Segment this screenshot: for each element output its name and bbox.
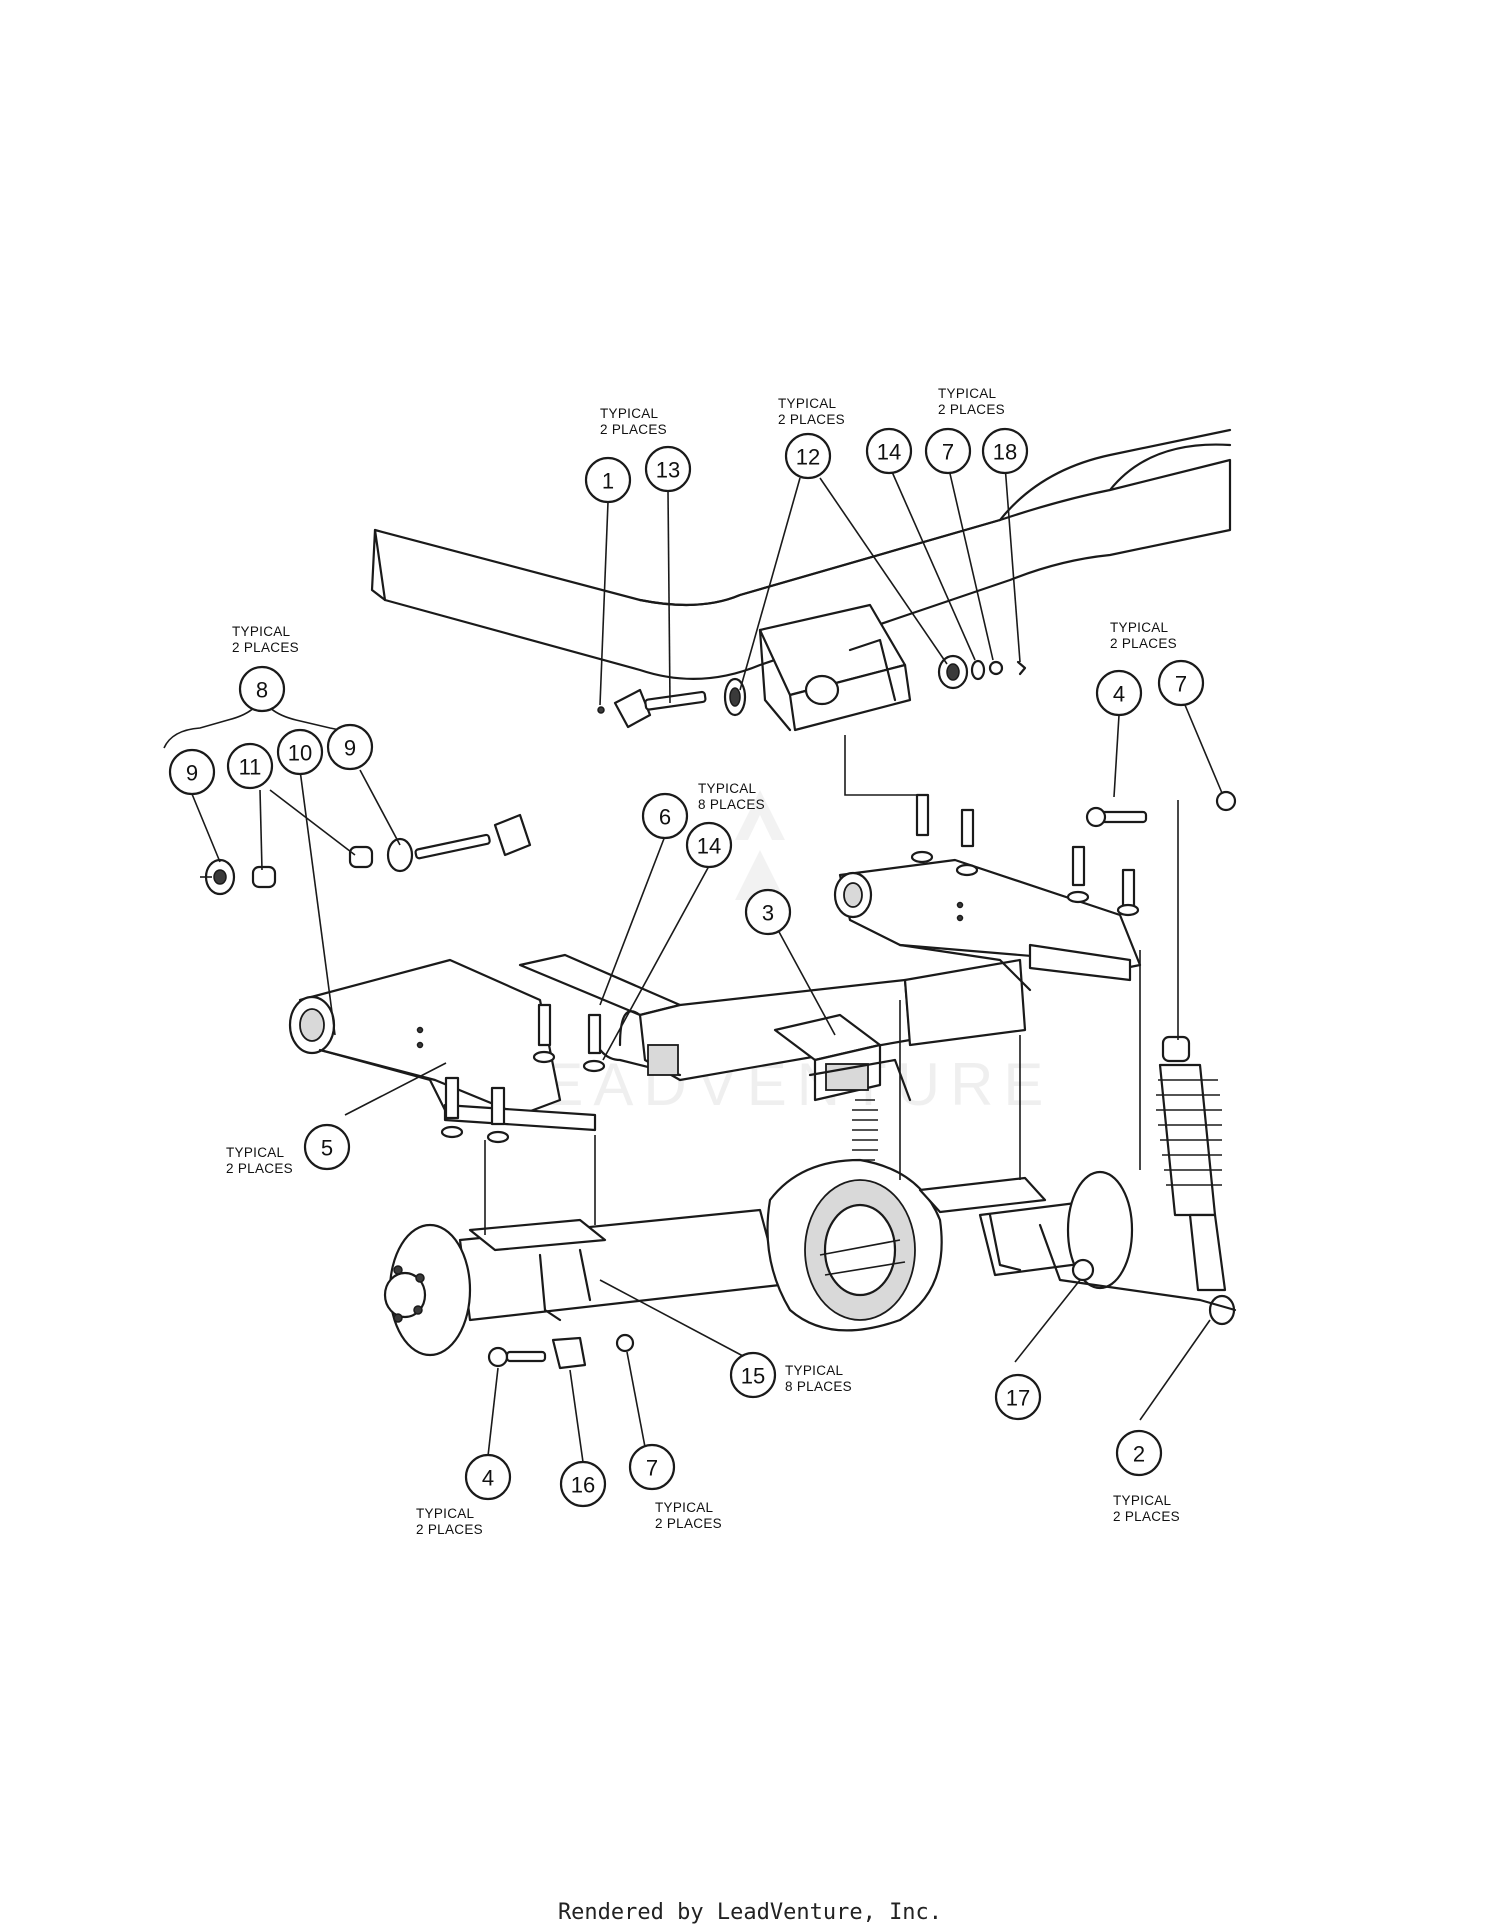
callout-3: 3: [744, 888, 792, 936]
callout-7-bottom: 7: [628, 1443, 676, 1491]
callout-15: 15: [729, 1351, 777, 1399]
callout-5: 5: [303, 1123, 351, 1171]
note-line: 2 PLACES: [778, 412, 845, 427]
note-line: 2 PLACES: [226, 1161, 293, 1176]
svg-text:13: 13: [656, 458, 680, 483]
note-line: 2 PLACES: [232, 640, 299, 655]
svg-text:4: 4: [482, 1466, 494, 1491]
svg-text:14: 14: [877, 440, 901, 465]
note-line: 2 PLACES: [938, 402, 1005, 417]
right-trailing-arm: [833, 858, 1142, 992]
note-line: TYPICAL: [938, 386, 997, 401]
callout-14-mid: 14: [685, 821, 733, 869]
svg-text:11: 11: [239, 755, 262, 780]
note-line: TYPICAL: [1113, 1493, 1172, 1508]
callout-2: 2: [1115, 1429, 1163, 1477]
frame-rail: [370, 428, 1232, 680]
callout-7-right: 7: [1157, 659, 1205, 707]
shock-absorber: [1085, 790, 1237, 1326]
svg-text:3: 3: [762, 901, 774, 926]
svg-text:7: 7: [942, 440, 954, 465]
callout-6: 6: [641, 792, 689, 840]
note-line: 2 PLACES: [1110, 636, 1177, 651]
note-line: TYPICAL: [698, 781, 757, 796]
callout-1: 1: [584, 456, 632, 504]
callout-11: 11: [226, 742, 274, 790]
pivot-bracket: [758, 603, 912, 732]
rear-axle: [383, 1099, 1237, 1370]
svg-text:7: 7: [1175, 672, 1187, 697]
crossmember-hitch: [518, 953, 1027, 1102]
svg-text:16: 16: [571, 1473, 595, 1498]
note-line: 2 PLACES: [416, 1522, 483, 1537]
note-line: 2 PLACES: [600, 422, 667, 437]
svg-text:4: 4: [1113, 682, 1125, 707]
callout-4-top: 4: [1095, 669, 1143, 717]
svg-text:17: 17: [1006, 1386, 1030, 1411]
note-line: TYPICAL: [785, 1363, 844, 1378]
note-line: TYPICAL: [778, 396, 837, 411]
svg-text:18: 18: [993, 440, 1017, 465]
svg-text:10: 10: [288, 741, 312, 766]
note-line: 8 PLACES: [785, 1379, 852, 1394]
svg-text:9: 9: [344, 736, 356, 761]
note-line: TYPICAL: [655, 1500, 714, 1515]
note-line: TYPICAL: [232, 624, 291, 639]
callout-16: 16: [559, 1460, 607, 1508]
svg-text:8: 8: [256, 678, 268, 703]
notes: TYPICAL 2 PLACES TYPICAL 2 PLACES TYPICA…: [226, 386, 1180, 1537]
callout-4-bottom: 4: [464, 1453, 512, 1501]
callout-14-top: 14: [865, 427, 913, 475]
callout-8: 8: [238, 665, 286, 713]
note-line: TYPICAL: [1110, 620, 1169, 635]
note-line: 2 PLACES: [1113, 1509, 1180, 1524]
callout-12: 12: [784, 432, 832, 480]
footer-credit: Rendered by LeadVenture, Inc.: [557, 1900, 943, 1925]
note-line: TYPICAL: [600, 406, 659, 421]
svg-text:15: 15: [741, 1364, 765, 1389]
callout-18: 18: [981, 427, 1029, 475]
svg-text:6: 6: [659, 805, 671, 830]
note-line: 2 PLACES: [655, 1516, 722, 1531]
note-line: 8 PLACES: [698, 797, 765, 812]
svg-text:14: 14: [697, 834, 721, 859]
callouts: 1 13 12 14 7 18 8 9 11 10 9 6 14 3 4 7 5…: [168, 427, 1205, 1508]
svg-text:2: 2: [1133, 1442, 1145, 1467]
callout-9-right: 9: [326, 723, 374, 771]
callout-13: 13: [644, 445, 692, 493]
note-line: TYPICAL: [226, 1145, 285, 1160]
note-line: TYPICAL: [416, 1506, 475, 1521]
svg-text:1: 1: [602, 469, 614, 494]
callout-9-left: 9: [168, 748, 216, 796]
svg-text:5: 5: [321, 1136, 333, 1161]
callout-17: 17: [994, 1373, 1042, 1421]
svg-text:9: 9: [186, 761, 198, 786]
leader-lines: [163, 464, 1223, 1463]
svg-text:7: 7: [646, 1456, 658, 1481]
mounting-bolts: [440, 793, 1140, 1144]
callout-7-top: 7: [924, 427, 972, 475]
svg-text:12: 12: [796, 445, 820, 470]
left-bushing-set: [200, 813, 532, 896]
callout-10: 10: [276, 728, 324, 776]
